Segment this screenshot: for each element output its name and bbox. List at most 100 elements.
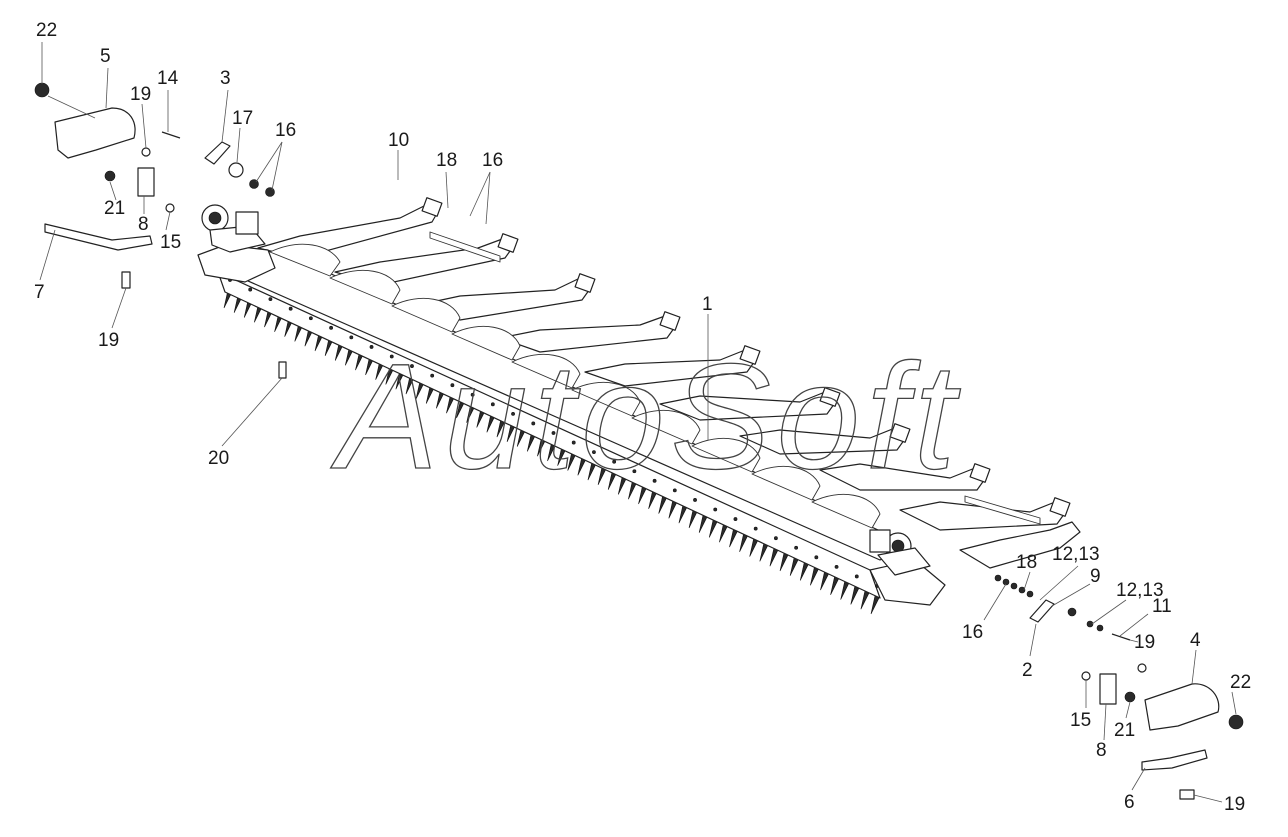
bar-bolt: [652, 478, 657, 483]
bar-bolt: [713, 507, 718, 512]
callout-2: 2: [1022, 660, 1033, 681]
callout-labels: 22 5 14 3 19 17 16 10 18 16 21 8 15 7 19…: [34, 20, 1251, 815]
bar-bolt: [672, 488, 677, 493]
callout-19: 19: [1224, 794, 1245, 815]
clevis-9: [1029, 599, 1055, 623]
callout-19: 19: [98, 330, 119, 351]
guard-tooth: [779, 552, 789, 572]
callout-9: 9: [1090, 566, 1101, 587]
callout-14: 14: [157, 68, 179, 89]
bar-bolt: [511, 411, 515, 416]
cover-panels: [204, 243, 911, 599]
callout-22: 22: [36, 20, 57, 41]
bar-bolt: [308, 316, 313, 321]
guard-tooth: [708, 519, 718, 538]
bar-bolt: [248, 287, 253, 292]
guard-tooth: [698, 514, 708, 533]
bar-bolt: [369, 345, 374, 349]
callout-6: 6: [1124, 792, 1135, 813]
rod-6: [1141, 749, 1208, 771]
bar-bolt: [854, 574, 859, 579]
guard-tooth: [850, 585, 860, 605]
callout-17: 17: [232, 108, 253, 129]
callout-1: 1: [702, 294, 713, 315]
bar-bolt: [490, 402, 495, 407]
callout-20: 20: [208, 448, 229, 469]
clevis-3: [204, 141, 231, 165]
bar-bolt: [612, 459, 617, 464]
callout-18: 18: [436, 150, 457, 171]
guard-tooth: [749, 538, 759, 557]
guard-tooth: [759, 542, 769, 562]
left-end-parts: [34, 82, 287, 379]
cutter-bar-assembly: [197, 197, 1081, 615]
guard-tooth: [769, 547, 779, 567]
guard-tooth: [789, 557, 799, 576]
callout-12-13: 12,13: [1116, 580, 1164, 601]
guard-tooth: [799, 562, 809, 581]
bar-bolt: [733, 517, 738, 521]
callout-16: 16: [962, 622, 983, 643]
callout-7: 7: [34, 282, 45, 303]
bar-bolt: [288, 306, 293, 311]
bar-bolt: [592, 450, 596, 455]
guard-tooth: [820, 571, 829, 591]
guard-tooth: [810, 566, 819, 586]
knife-guards: [223, 289, 880, 615]
bar-bolt: [794, 545, 799, 550]
bar-bolt: [450, 383, 455, 388]
support-arms: [257, 197, 1081, 569]
bar-bolt: [834, 564, 839, 569]
bar-bolt: [410, 364, 414, 368]
callout-16: 16: [275, 120, 296, 141]
shield-4: [1144, 683, 1220, 731]
bar-bolt: [430, 373, 435, 378]
bar-bolt: [814, 555, 819, 560]
bar-bolt: [389, 354, 394, 359]
leader-lines: [39, 42, 1237, 803]
washer-17: [228, 162, 244, 178]
bar-bolt: [774, 536, 778, 541]
rod-7: [44, 223, 153, 251]
shield-5: [54, 107, 136, 159]
callout-15: 15: [160, 232, 181, 253]
callout-8: 8: [138, 214, 149, 235]
bar-bolt: [329, 325, 333, 330]
guard-tooth: [840, 581, 850, 600]
bar-bolt: [753, 526, 758, 531]
bar-bolt: [470, 392, 475, 397]
right-end-parts: [994, 574, 1244, 800]
callout-19: 19: [1134, 632, 1155, 653]
bar-bolt: [551, 431, 556, 435]
guard-tooth: [719, 523, 728, 543]
callout-22: 22: [1230, 672, 1251, 693]
guard-tooth: [739, 533, 748, 552]
bar-bolt: [571, 440, 576, 445]
callout-4: 4: [1190, 630, 1201, 651]
callout-18: 18: [1016, 552, 1037, 573]
guard-tooth: [688, 509, 698, 529]
bar-bolt: [531, 421, 536, 426]
callout-8: 8: [1096, 740, 1107, 761]
left-drive-gearbox: [197, 204, 276, 283]
callout-21: 21: [104, 198, 125, 219]
guard-tooth: [830, 576, 839, 596]
callout-12-13: 12,13: [1052, 544, 1100, 565]
callout-3: 3: [220, 68, 231, 89]
callout-15: 15: [1070, 710, 1091, 731]
callout-10: 10: [388, 130, 409, 151]
bar-bolts: [228, 278, 879, 588]
bar-bolt: [349, 335, 354, 340]
bar-bolt: [632, 469, 637, 474]
guard-tooth: [860, 590, 870, 610]
callout-19: 19: [130, 84, 151, 105]
bar-bolt: [693, 498, 697, 502]
callout-11: 11: [1152, 596, 1172, 617]
bar-bolt: [268, 297, 273, 302]
callout-16: 16: [482, 150, 503, 171]
watermark-text: AutoSoft: [330, 332, 961, 500]
guard-tooth: [729, 528, 738, 548]
callout-21: 21: [1114, 720, 1135, 741]
guard-tooth: [870, 595, 880, 615]
